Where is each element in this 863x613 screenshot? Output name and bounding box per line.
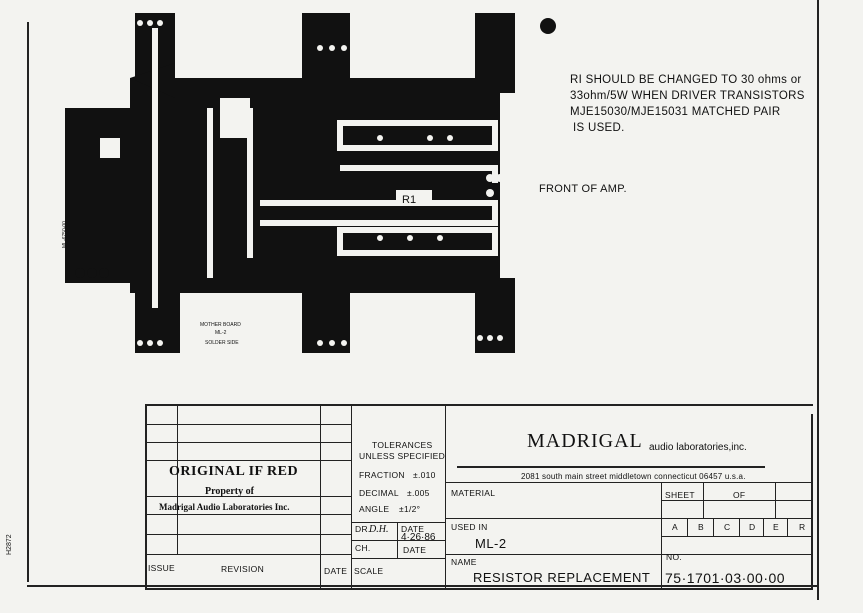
company-address: 2081 south main street middletown connec… [521,472,746,481]
material-label: MATERIAL [451,488,496,498]
drawing-number: 75·1701·03·00·00 [665,570,786,586]
brand-subtitle: audio laboratories,inc. [649,442,747,453]
rev-letter-c: C [724,522,731,532]
sheet-border-left [27,22,29,582]
side-code: H2872 [6,534,13,555]
decimal-value: ±.005 [407,488,430,498]
r1-label: R1 [402,194,416,206]
note-line: 33ohm/5W WHEN DRIVER TRANSISTORS [570,90,805,102]
original-if-red: ORIGINAL IF RED [169,464,299,479]
sheet-label: SHEET [665,490,695,500]
angle-value: ±1/2° [399,504,421,514]
note-line: RI SHOULD BE CHANGED TO 30 ohms or [570,74,802,86]
date-label: DATE [401,524,425,534]
unless-specified-label: UNLESS SPECIFIED [359,451,446,461]
rev-letter-d: D [749,522,756,532]
resistor-note: RI SHOULD BE CHANGED TO 30 ohms or 33ohm… [570,72,810,136]
note-line: MJE15030/MJE15031 MATCHED PAIR [570,106,781,118]
sheet-border-right [817,0,819,600]
property-of: Property of [205,486,254,497]
date-value: 4·26·86 [401,532,436,543]
of-label: OF [733,490,746,500]
issue-label: ISSUE [148,563,176,573]
date2-label: DATE [403,545,427,555]
name-label: NAME [451,557,477,567]
company-legal-name: Madrigal Audio Laboratories Inc. [159,502,290,512]
rev-letter-e: E [773,522,779,532]
front-of-amp-label: FRONT OF AMP. [539,183,627,195]
rev-letter-a: A [672,522,678,532]
silk-mother-board: MOTHER BOARD [200,322,241,328]
name-value: RESISTOR REPLACEMENT [473,570,651,585]
rev-letter-r: R [799,522,806,532]
used-in-label: USED IN [451,522,488,532]
silk-model: ML-2 [215,330,227,336]
pcb-artwork: R1 MOTHER BOARD ML-2 SOLDER SIDE ML-6750… [40,8,520,368]
fraction-label: FRACTION [359,470,405,480]
silk-solder-side: SOLDER SIDE [205,340,239,346]
drawn-by-value: D.H. [369,524,389,535]
board-vertical-code: ML-6750-00 [62,221,68,248]
date3-label: DATE [324,566,348,576]
note-line: IS USED. [573,122,625,134]
sheet-border-bottom [27,585,819,587]
decimal-label: DECIMAL [359,488,399,498]
title-block: ORIGINAL IF RED Property of Madrigal Aud… [145,404,813,590]
scale-label: SCALE [354,566,384,576]
rev-letter-b: B [698,522,704,532]
revision-label: REVISION [221,564,265,574]
angle-label: ANGLE [359,504,390,514]
brand-logo: MADRIGAL [527,430,643,452]
drawn-label: DR. [355,524,371,534]
tolerances-label: TOLERANCES [372,440,433,450]
checked-label: CH. [355,543,371,553]
punch-hole [540,18,556,34]
number-label: NO. [666,552,683,562]
fraction-value: ±.010 [413,470,436,480]
used-in-value: ML-2 [475,536,507,551]
